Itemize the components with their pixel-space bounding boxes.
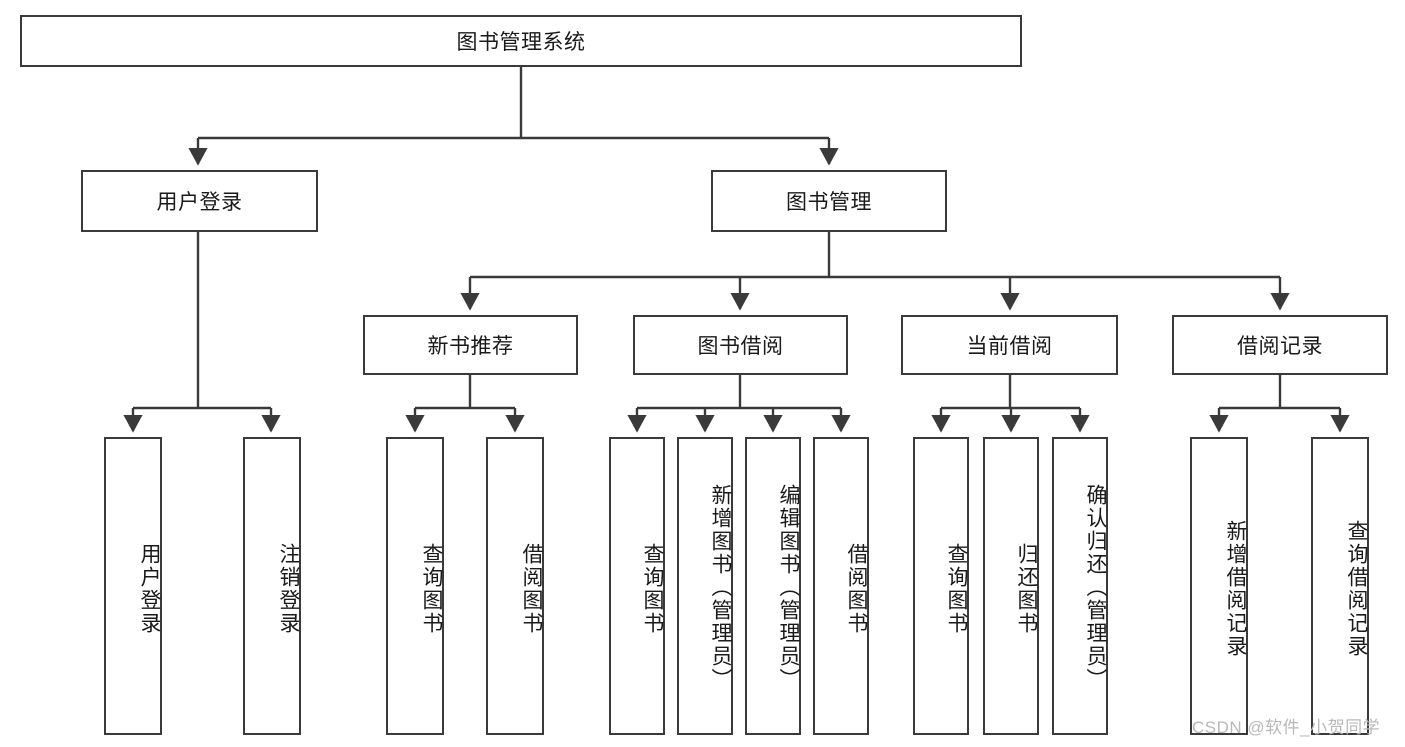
- leaf-edit-book-admin-label: 编辑图书（管理员）: [777, 484, 800, 691]
- node-book-management[interactable]: 图书管理: [711, 170, 947, 232]
- leaf-add-borrow-record-label: 新增借阅记录: [1224, 520, 1247, 658]
- leaf-query-book-1-label: 查询图书: [420, 543, 443, 635]
- leaf-user-logout[interactable]: 注销登录: [243, 437, 301, 735]
- leaf-edit-book-admin[interactable]: 编辑图书（管理员）: [745, 437, 801, 735]
- leaf-query-borrow-record[interactable]: 查询借阅记录: [1311, 437, 1369, 735]
- node-book-borrow-label: 图书借阅: [697, 335, 784, 358]
- node-book-borrow[interactable]: 图书借阅: [633, 315, 848, 375]
- leaf-query-book-3[interactable]: 查询图书: [913, 437, 969, 735]
- node-new-book-recommend-label: 新书推荐: [427, 335, 514, 358]
- leaf-confirm-return-admin-label: 确认归还（管理员）: [1084, 484, 1107, 691]
- leaf-borrow-book-2-label: 借阅图书: [845, 543, 868, 635]
- node-current-borrow-label: 当前借阅: [966, 335, 1053, 358]
- node-current-borrow[interactable]: 当前借阅: [901, 315, 1118, 375]
- node-borrow-records-label: 借阅记录: [1237, 335, 1323, 358]
- leaf-query-book-3-label: 查询图书: [945, 543, 968, 635]
- leaf-user-login[interactable]: 用户登录: [104, 437, 162, 735]
- leaf-borrow-book-1[interactable]: 借阅图书: [486, 437, 544, 735]
- leaf-add-borrow-record[interactable]: 新增借阅记录: [1190, 437, 1248, 735]
- leaf-query-book-2-label: 查询图书: [641, 543, 664, 635]
- leaf-borrow-book-1-label: 借阅图书: [520, 543, 543, 635]
- leaf-query-borrow-record-label: 查询借阅记录: [1345, 520, 1368, 658]
- node-user-login-label: 用户登录: [156, 191, 243, 214]
- leaf-user-logout-label: 注销登录: [277, 543, 300, 635]
- node-book-management-label: 图书管理: [786, 191, 872, 214]
- leaf-query-book-2[interactable]: 查询图书: [609, 437, 665, 735]
- leaf-add-book-admin[interactable]: 新增图书（管理员）: [677, 437, 733, 735]
- leaf-add-book-admin-label: 新增图书（管理员）: [709, 484, 732, 691]
- leaf-return-book-label: 归还图书: [1015, 543, 1038, 635]
- node-root-label: 图书管理系统: [456, 31, 586, 54]
- node-new-book-recommend[interactable]: 新书推荐: [363, 315, 578, 375]
- leaf-query-book-1[interactable]: 查询图书: [386, 437, 444, 735]
- leaf-return-book[interactable]: 归还图书: [983, 437, 1039, 735]
- node-root[interactable]: 图书管理系统: [20, 15, 1022, 67]
- leaf-borrow-book-2[interactable]: 借阅图书: [813, 437, 869, 735]
- node-borrow-records[interactable]: 借阅记录: [1172, 315, 1388, 375]
- leaf-confirm-return-admin[interactable]: 确认归还（管理员）: [1052, 437, 1108, 735]
- node-user-login[interactable]: 用户登录: [81, 170, 318, 232]
- leaf-user-login-label: 用户登录: [138, 543, 161, 635]
